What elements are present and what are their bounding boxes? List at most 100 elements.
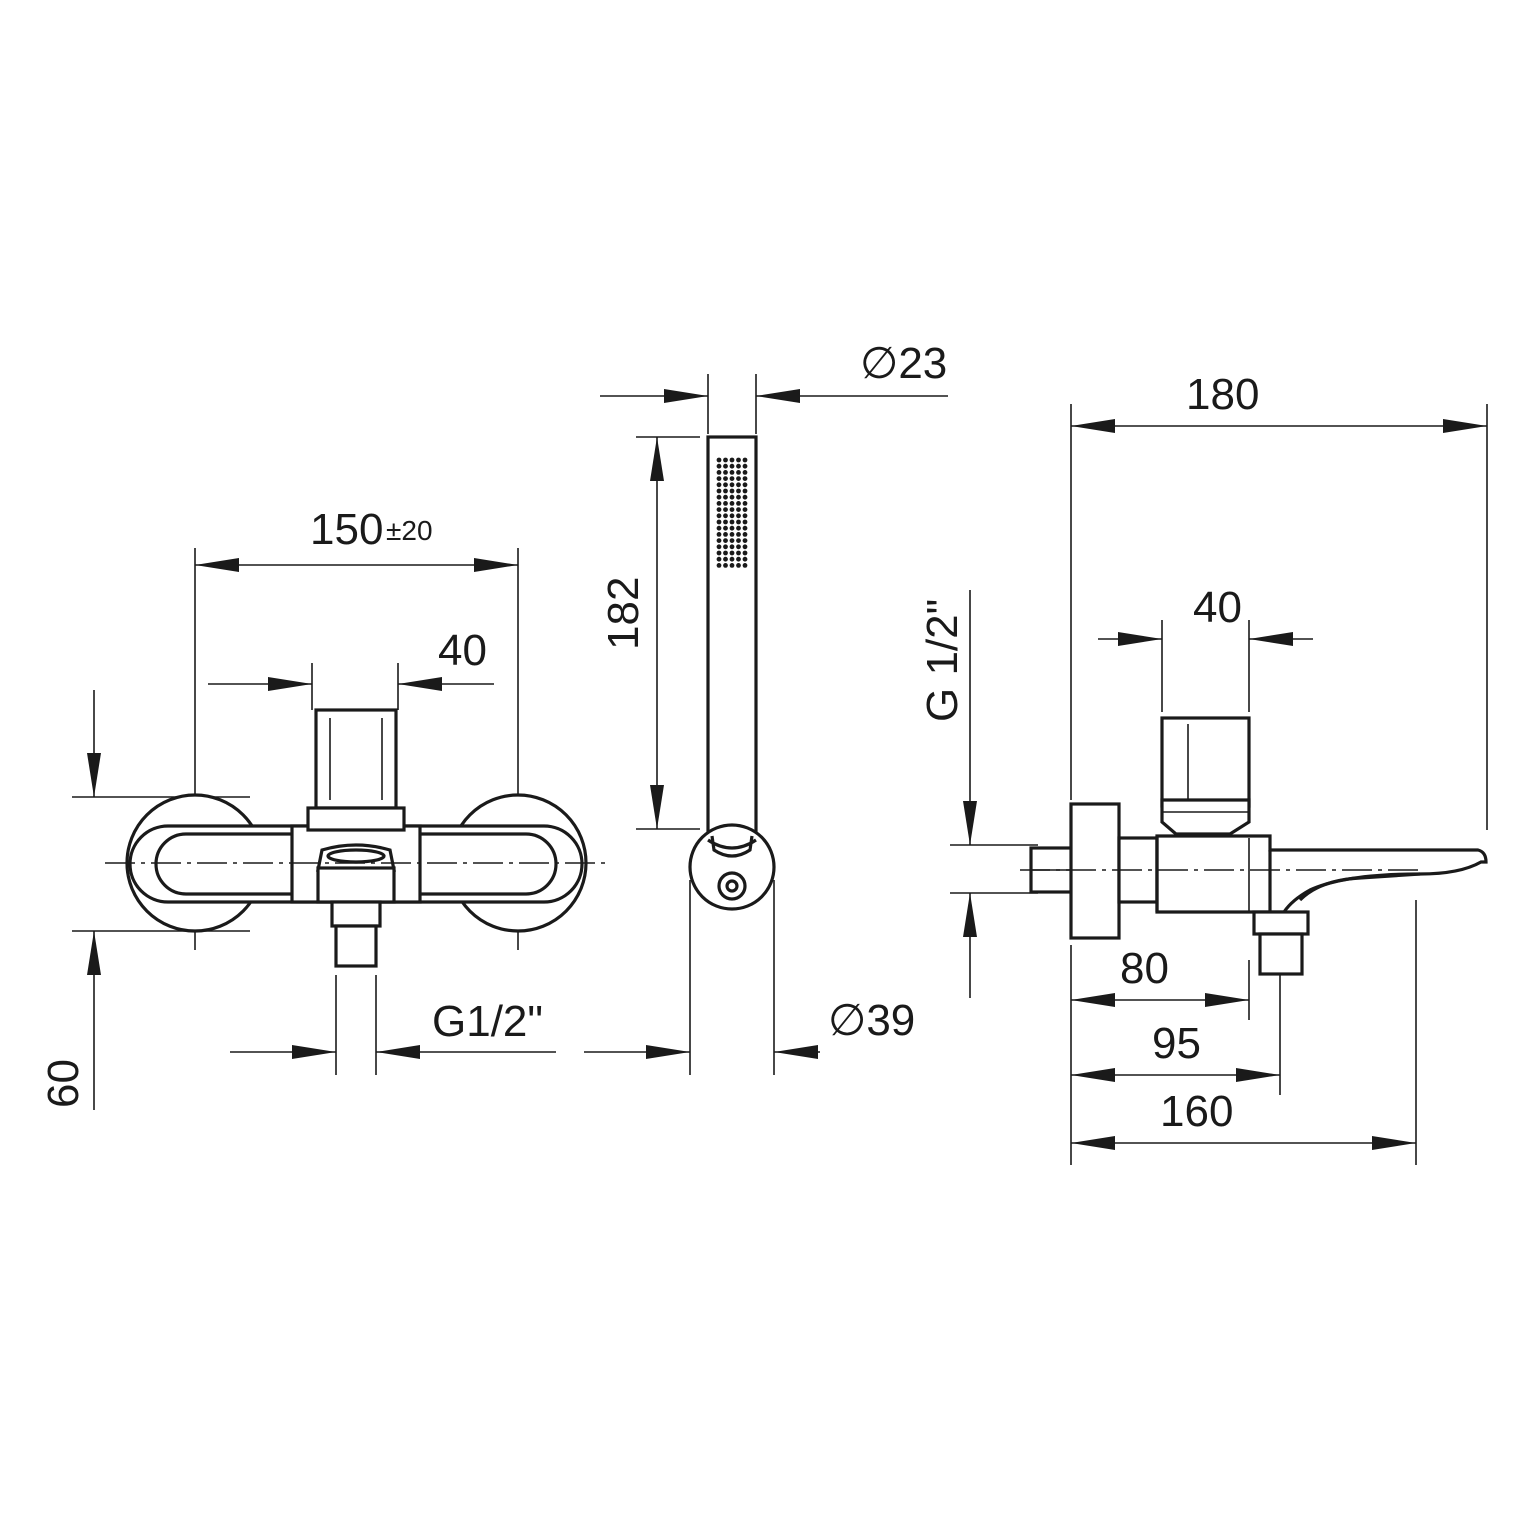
nozzle-dot <box>723 513 728 519</box>
nozzle-dot <box>736 488 741 494</box>
nozzle-dot <box>729 556 735 562</box>
nozzle-dot <box>736 494 741 500</box>
nozzle-dot <box>723 538 728 543</box>
nozzle-dot <box>729 538 735 543</box>
nozzle-dot <box>723 501 728 506</box>
side-handle-dim: 40 <box>1193 583 1242 632</box>
side-depth-dim-95: 95 <box>1152 1019 1201 1068</box>
nozzle-dot <box>729 507 735 512</box>
nozzle-dot <box>723 488 728 494</box>
nozzle-dot <box>742 519 748 525</box>
hand-shower-view: ∅23 182 ∅39 <box>584 339 948 1075</box>
nozzle-dot <box>716 544 722 550</box>
front-width-dim: 150 <box>310 505 383 554</box>
nozzle-dot <box>736 550 741 556</box>
nozzle-dot <box>723 494 728 500</box>
nozzle-dot <box>729 501 735 506</box>
nozzle-dot <box>716 482 722 488</box>
nozzle-dot <box>723 550 728 556</box>
nozzle-dot <box>716 507 722 512</box>
nozzle-dot <box>736 470 741 475</box>
nozzle-dot <box>736 482 741 488</box>
nozzle-dot <box>736 544 741 550</box>
nozzle-dot <box>736 457 741 463</box>
nozzle-dot <box>716 525 722 531</box>
nozzle-dot <box>729 525 735 531</box>
nozzle-dot <box>742 463 748 469</box>
nozzle-dot <box>716 532 722 537</box>
nozzle-dot <box>742 532 748 537</box>
nozzle-dot <box>716 494 722 500</box>
nozzle-dot <box>742 476 748 481</box>
side-projection-dim: 180 <box>1186 370 1259 419</box>
front-handle-dim: 40 <box>438 626 487 675</box>
nozzle-dot <box>742 470 748 475</box>
nozzle-dot <box>729 463 735 469</box>
front-outlet-thread: G1/2" <box>432 997 543 1046</box>
nozzle-dot <box>723 544 728 550</box>
nozzle-dot <box>729 532 735 537</box>
nozzle-dot <box>736 476 741 481</box>
nozzle-dot <box>742 482 748 488</box>
spray-nozzles <box>716 457 748 568</box>
front-width-tolerance: ±20 <box>386 515 433 546</box>
nozzle-dot <box>742 563 748 568</box>
nozzle-dot <box>736 513 741 519</box>
nozzle-dot <box>736 556 741 562</box>
nozzle-dot <box>716 550 722 556</box>
nozzle-dot <box>742 501 748 506</box>
nozzle-dot <box>742 513 748 519</box>
nozzle-dot <box>742 538 748 543</box>
nozzle-dot <box>716 538 722 543</box>
shower-length-dim: 182 <box>599 577 648 650</box>
nozzle-dot <box>716 457 722 463</box>
nozzle-dot <box>716 463 722 469</box>
nozzle-dot <box>723 525 728 531</box>
nozzle-dot <box>723 476 728 481</box>
nozzle-dot <box>723 507 728 512</box>
nozzle-dot <box>716 513 722 519</box>
nozzle-dot <box>729 494 735 500</box>
nozzle-dot <box>716 488 722 494</box>
nozzle-dot <box>742 550 748 556</box>
nozzle-dot <box>723 457 728 463</box>
nozzle-dot <box>723 563 728 568</box>
nozzle-dot <box>736 532 741 537</box>
front-view: 150 ±20 40 60 G1/2" <box>39 505 610 1110</box>
nozzle-dot <box>723 482 728 488</box>
nozzle-dot <box>723 519 728 525</box>
nozzle-dot <box>736 538 741 543</box>
nozzle-dot <box>716 476 722 481</box>
side-inlet-thread: G 1/2" <box>918 599 967 722</box>
nozzle-dot <box>742 494 748 500</box>
nozzle-dot <box>729 470 735 475</box>
nozzle-dot <box>729 544 735 550</box>
nozzle-dot <box>729 550 735 556</box>
nozzle-dot <box>723 470 728 475</box>
nozzle-dot <box>716 501 722 506</box>
side-depth-dim-160: 160 <box>1160 1087 1233 1136</box>
nozzle-dot <box>723 556 728 562</box>
holder-diameter: ∅39 <box>828 996 915 1045</box>
nozzle-dot <box>729 563 735 568</box>
nozzle-dot <box>742 507 748 512</box>
nozzle-dot <box>736 507 741 512</box>
nozzle-dot <box>729 513 735 519</box>
nozzle-dot <box>742 488 748 494</box>
nozzle-dot <box>723 532 728 537</box>
nozzle-dot <box>736 525 741 531</box>
head-diameter: ∅23 <box>860 339 947 388</box>
nozzle-dot <box>736 501 741 506</box>
nozzle-dot <box>736 519 741 525</box>
nozzle-dot <box>736 563 741 568</box>
nozzle-dot <box>736 463 741 469</box>
side-depth-dim-80: 80 <box>1120 944 1169 993</box>
nozzle-dot <box>729 476 735 481</box>
nozzle-dot <box>742 544 748 550</box>
front-height-dim: 60 <box>39 1059 88 1108</box>
nozzle-dot <box>729 457 735 463</box>
nozzle-dot <box>729 488 735 494</box>
nozzle-dot <box>716 563 722 568</box>
nozzle-dot <box>729 519 735 525</box>
